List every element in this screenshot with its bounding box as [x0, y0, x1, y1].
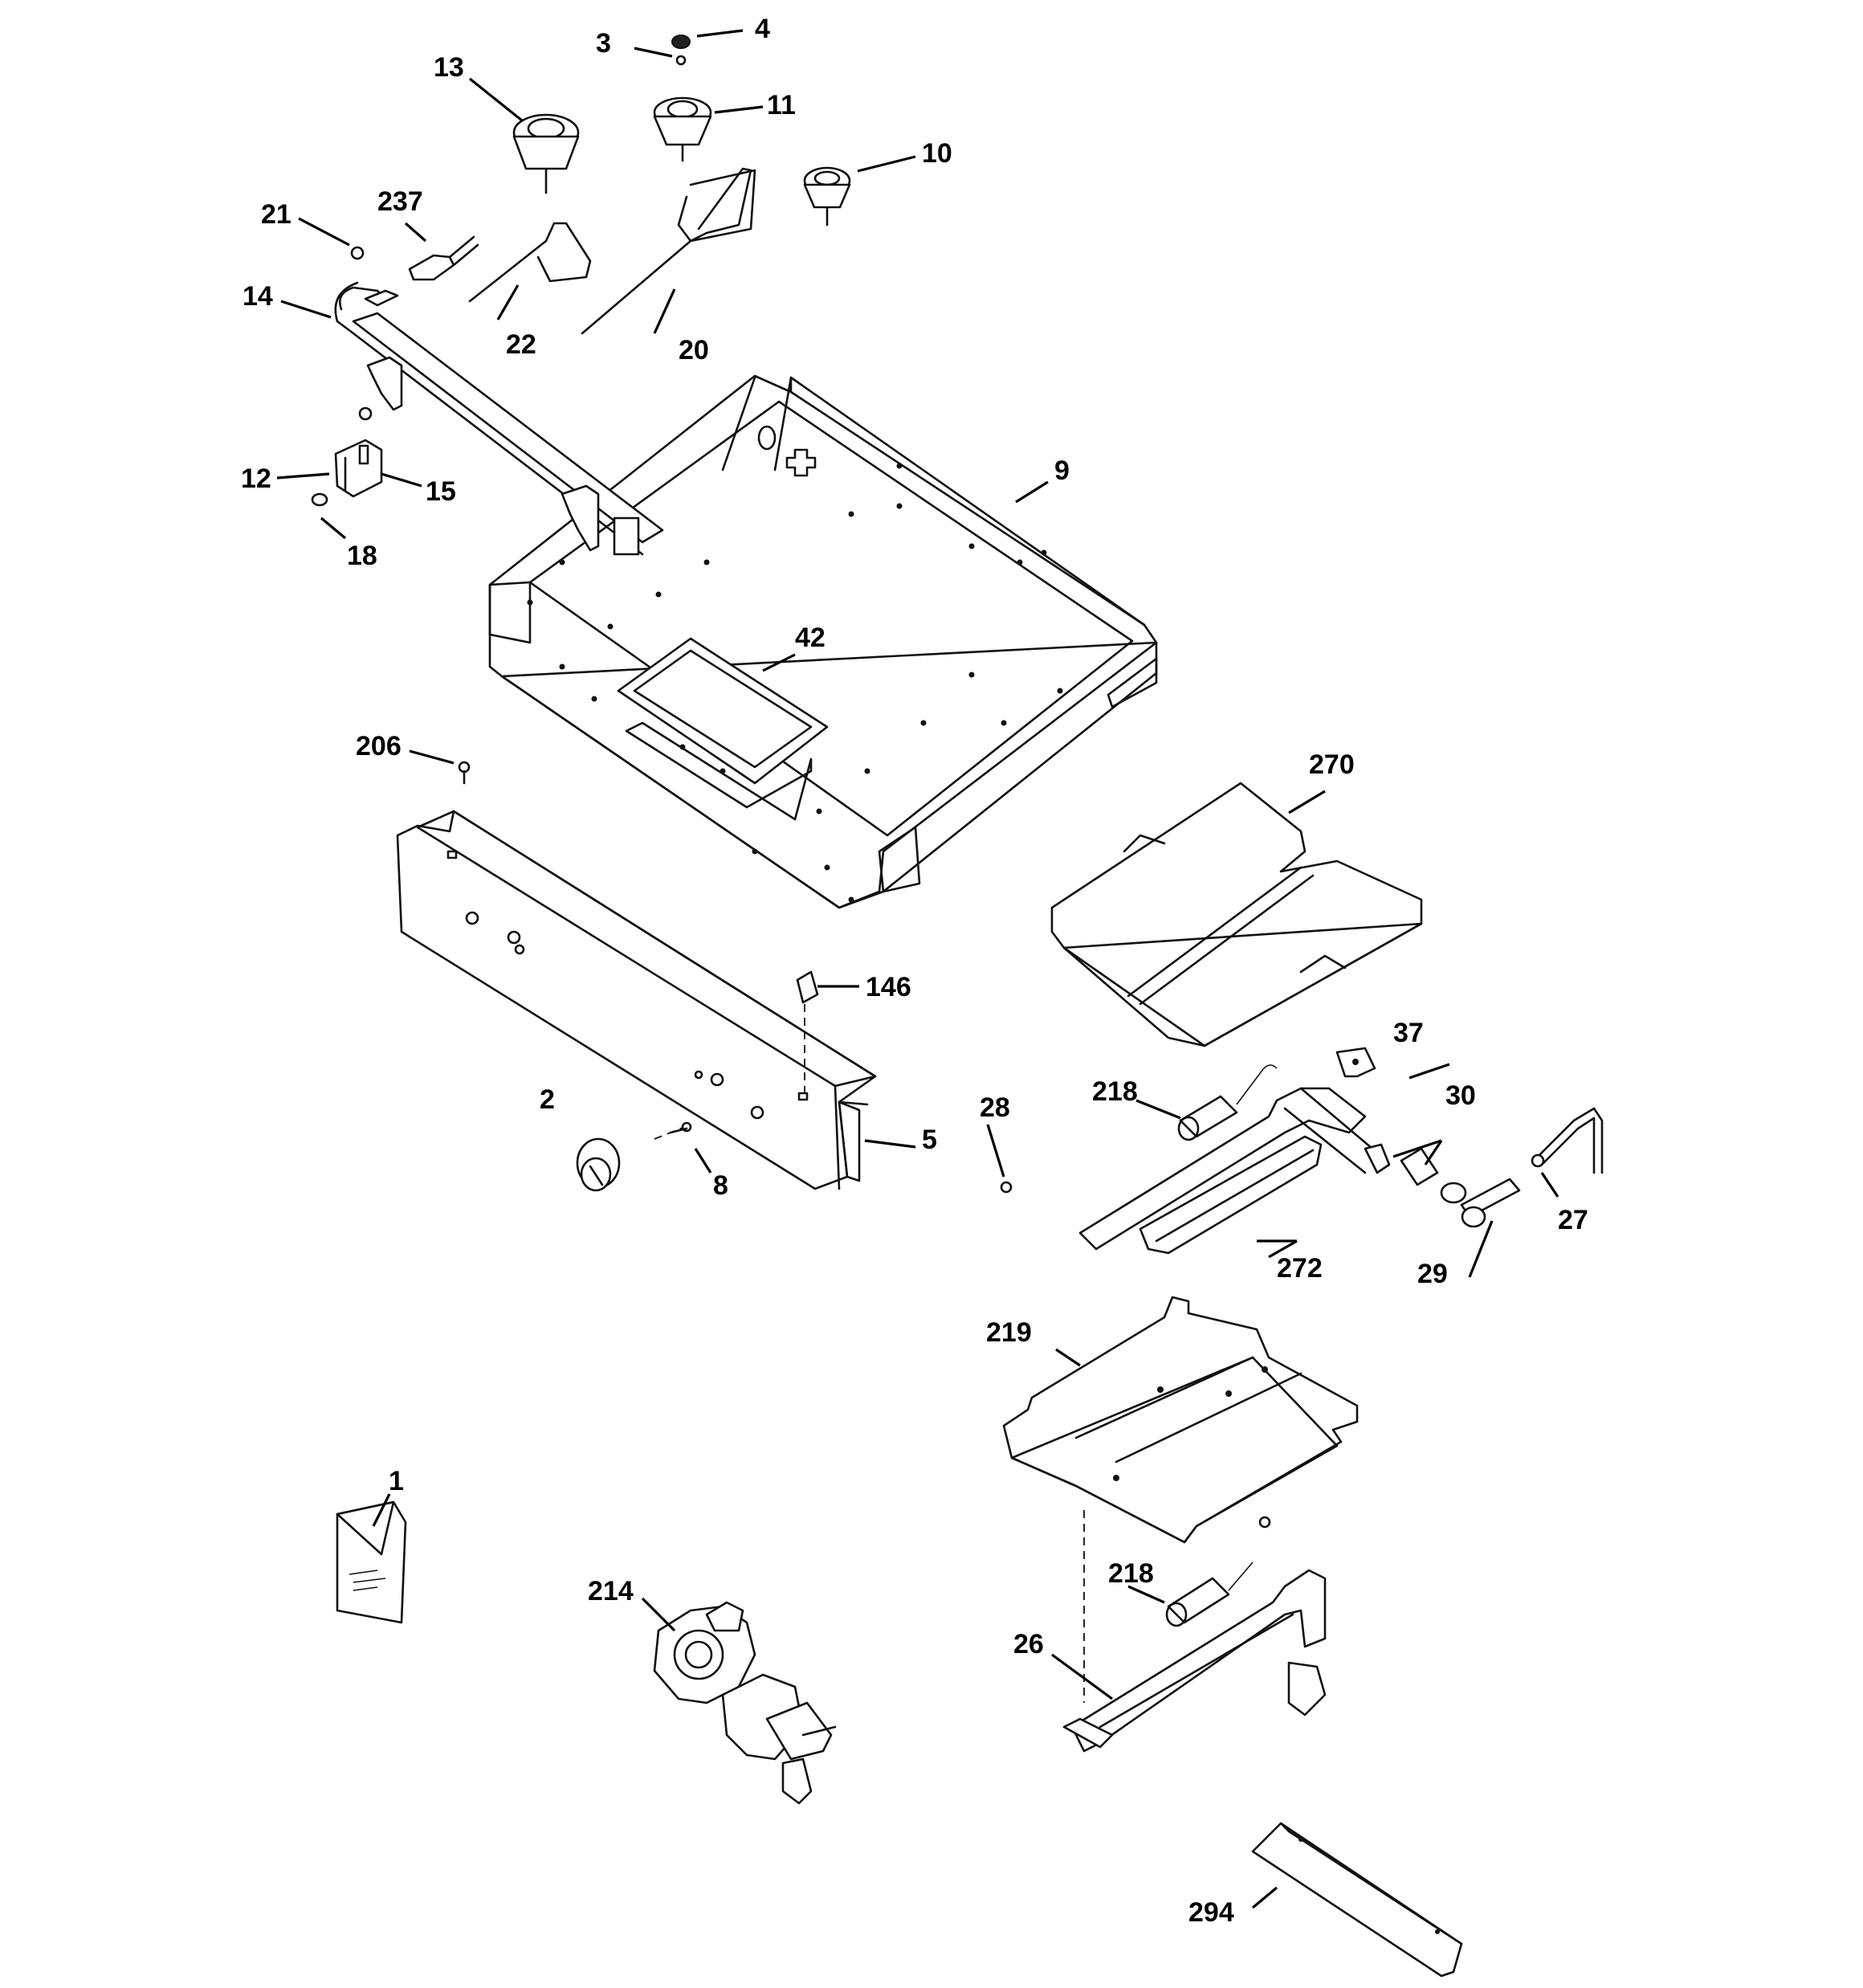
- burner-head-medium: [653, 35, 712, 162]
- igniter-upper: [1177, 1064, 1278, 1141]
- burner-box-opening: [617, 637, 829, 785]
- screw-206: [458, 761, 471, 785]
- callout-4: 4: [755, 14, 770, 44]
- callout-237: 237: [377, 186, 423, 217]
- oven-burner-upper: [1078, 1087, 1391, 1251]
- callout-14: 14: [243, 281, 273, 312]
- flame-spreader: [1139, 1135, 1323, 1255]
- burner-baffle: [1050, 782, 1423, 1047]
- trim-strip: [1251, 1822, 1463, 1978]
- callout-1: 1: [389, 1466, 404, 1496]
- igniter-lower: [1165, 1561, 1254, 1627]
- bracket-37: [1335, 1047, 1376, 1078]
- callout-29: 29: [1417, 1259, 1448, 1289]
- callout-30: 30: [1445, 1080, 1476, 1111]
- callout-18: 18: [347, 541, 377, 571]
- callout-5: 5: [922, 1125, 937, 1155]
- callout-218-lower: 218: [1108, 1558, 1154, 1589]
- control-knob: [576, 1137, 621, 1192]
- callout-15: 15: [426, 476, 456, 507]
- orifice-holder: [1400, 1147, 1521, 1228]
- callout-294: 294: [1188, 1897, 1234, 1928]
- callout-12: 12: [241, 463, 271, 494]
- callout-270: 270: [1309, 749, 1355, 780]
- nut-28: [1000, 1181, 1013, 1194]
- callout-labels: 4 3 13 11 10 21 237 14 22 20 9 12 15 18 …: [241, 14, 1588, 1928]
- callout-146: 146: [866, 972, 911, 1002]
- callout-37: 37: [1393, 1018, 1424, 1048]
- callout-11: 11: [767, 90, 796, 120]
- callout-21: 21: [261, 199, 291, 230]
- callout-206: 206: [356, 731, 402, 761]
- callout-218-upper: 218: [1092, 1076, 1138, 1107]
- screw-8: [654, 1121, 692, 1140]
- callout-42: 42: [795, 623, 826, 653]
- callout-28: 28: [980, 1092, 1010, 1123]
- oven-burner-lower: [1062, 1569, 1327, 1753]
- gas-tube-27: [1531, 1107, 1604, 1174]
- gas-manifold: [334, 235, 664, 556]
- callout-26: 26: [1013, 1629, 1044, 1659]
- burner-tubes: [468, 167, 756, 335]
- manifold-panel: [396, 810, 877, 1190]
- callout-8: 8: [713, 1170, 728, 1201]
- callout-22: 22: [506, 329, 536, 360]
- callout-10: 10: [922, 138, 952, 169]
- callout-9: 9: [1054, 455, 1070, 486]
- clip-146: [796, 970, 819, 1092]
- cooktop-base-pan: [488, 374, 1158, 909]
- callout-20: 20: [679, 335, 709, 365]
- leader-lines: [276, 29, 1559, 1909]
- callout-27: 27: [1558, 1205, 1588, 1235]
- literature-envelope: [336, 1500, 407, 1624]
- callout-2: 2: [540, 1084, 555, 1115]
- valve-bracket: [311, 406, 383, 507]
- callout-214: 214: [588, 1576, 634, 1606]
- lower-baffle: [1002, 1296, 1359, 1703]
- callout-219: 219: [986, 1317, 1032, 1348]
- burner-head-large: [512, 113, 580, 194]
- burner-head-small: [803, 166, 851, 227]
- callout-3: 3: [596, 28, 611, 59]
- gas-regulator-valve: [653, 1601, 837, 1805]
- callout-272: 272: [1277, 1253, 1323, 1284]
- callout-13: 13: [434, 52, 464, 83]
